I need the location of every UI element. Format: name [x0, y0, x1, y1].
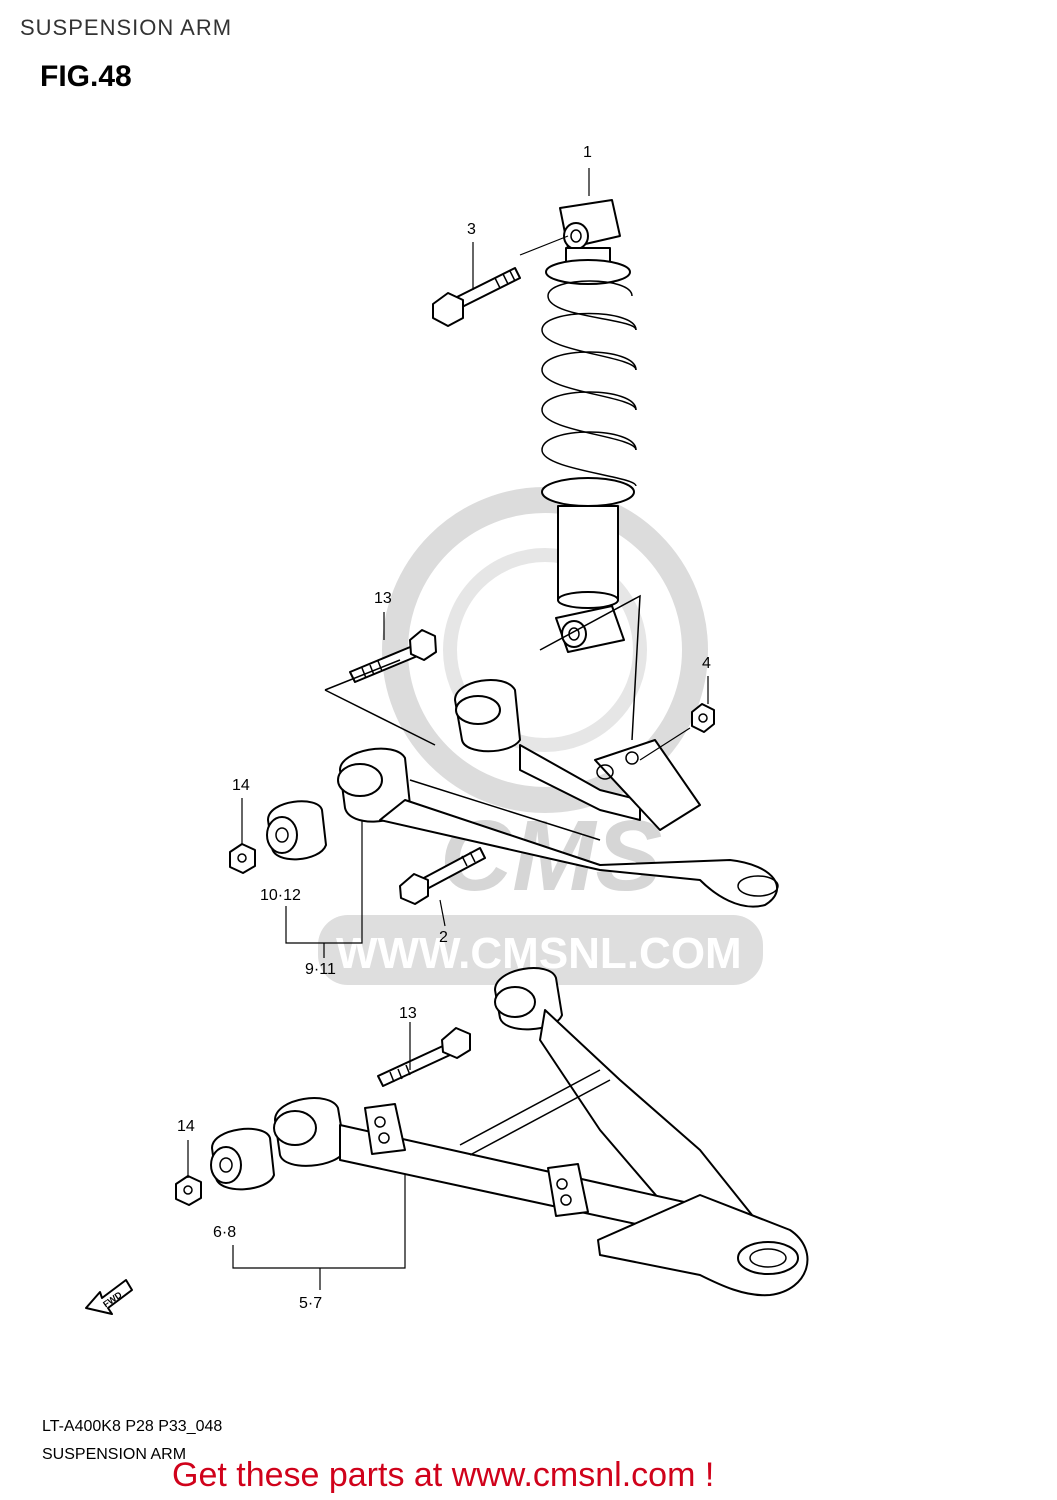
callout-part-1: 1	[583, 144, 592, 161]
callout-part-3: 3	[467, 221, 476, 238]
bushing-part-10-12	[266, 800, 327, 861]
callout-part-14-upper: 14	[232, 777, 250, 794]
bolt-part-3	[432, 267, 521, 327]
lower-suspension-arm	[273, 967, 809, 1297]
callout-part-14-lower: 14	[177, 1118, 195, 1135]
callout-part-6-8: 6·8	[213, 1224, 236, 1241]
bolt-part-2	[399, 847, 486, 905]
callout-part-10-12: 10·12	[260, 887, 301, 904]
leader-lines	[187, 168, 709, 1290]
callout-part-9-11: 9·11	[305, 961, 336, 978]
callout-part-5-7: 5·7	[299, 1295, 322, 1312]
nut-part-4	[691, 703, 715, 733]
forward-direction-arrow-icon: FWD	[85, 1279, 133, 1315]
promo-link[interactable]: Get these parts at www.cmsnl.com !	[172, 1456, 715, 1494]
page-title: SUSPENSION ARM	[20, 15, 233, 40]
bolt-part-13-lower	[377, 1027, 471, 1087]
callout-part-13-upper: 13	[374, 590, 392, 607]
diagram-footer-title: SUSPENSION ARM	[42, 1446, 187, 1463]
cmsnl-watermark: CMS WWW.CMSNL.COM	[318, 487, 763, 985]
diagram-model-code: LT-A400K8 P28 P33_048	[42, 1418, 223, 1435]
callout-part-4: 4	[702, 655, 711, 672]
upper-suspension-arm	[324, 594, 779, 908]
bushing-part-6-8	[210, 1127, 275, 1191]
nut-part-14-lower	[175, 1175, 202, 1206]
callout-part-13-lower: 13	[399, 1005, 417, 1022]
figure-number: FIG.48	[40, 60, 132, 93]
nut-part-14-upper	[229, 843, 256, 874]
shock-absorber-part-1	[541, 199, 637, 653]
callout-part-2: 2	[439, 929, 448, 946]
